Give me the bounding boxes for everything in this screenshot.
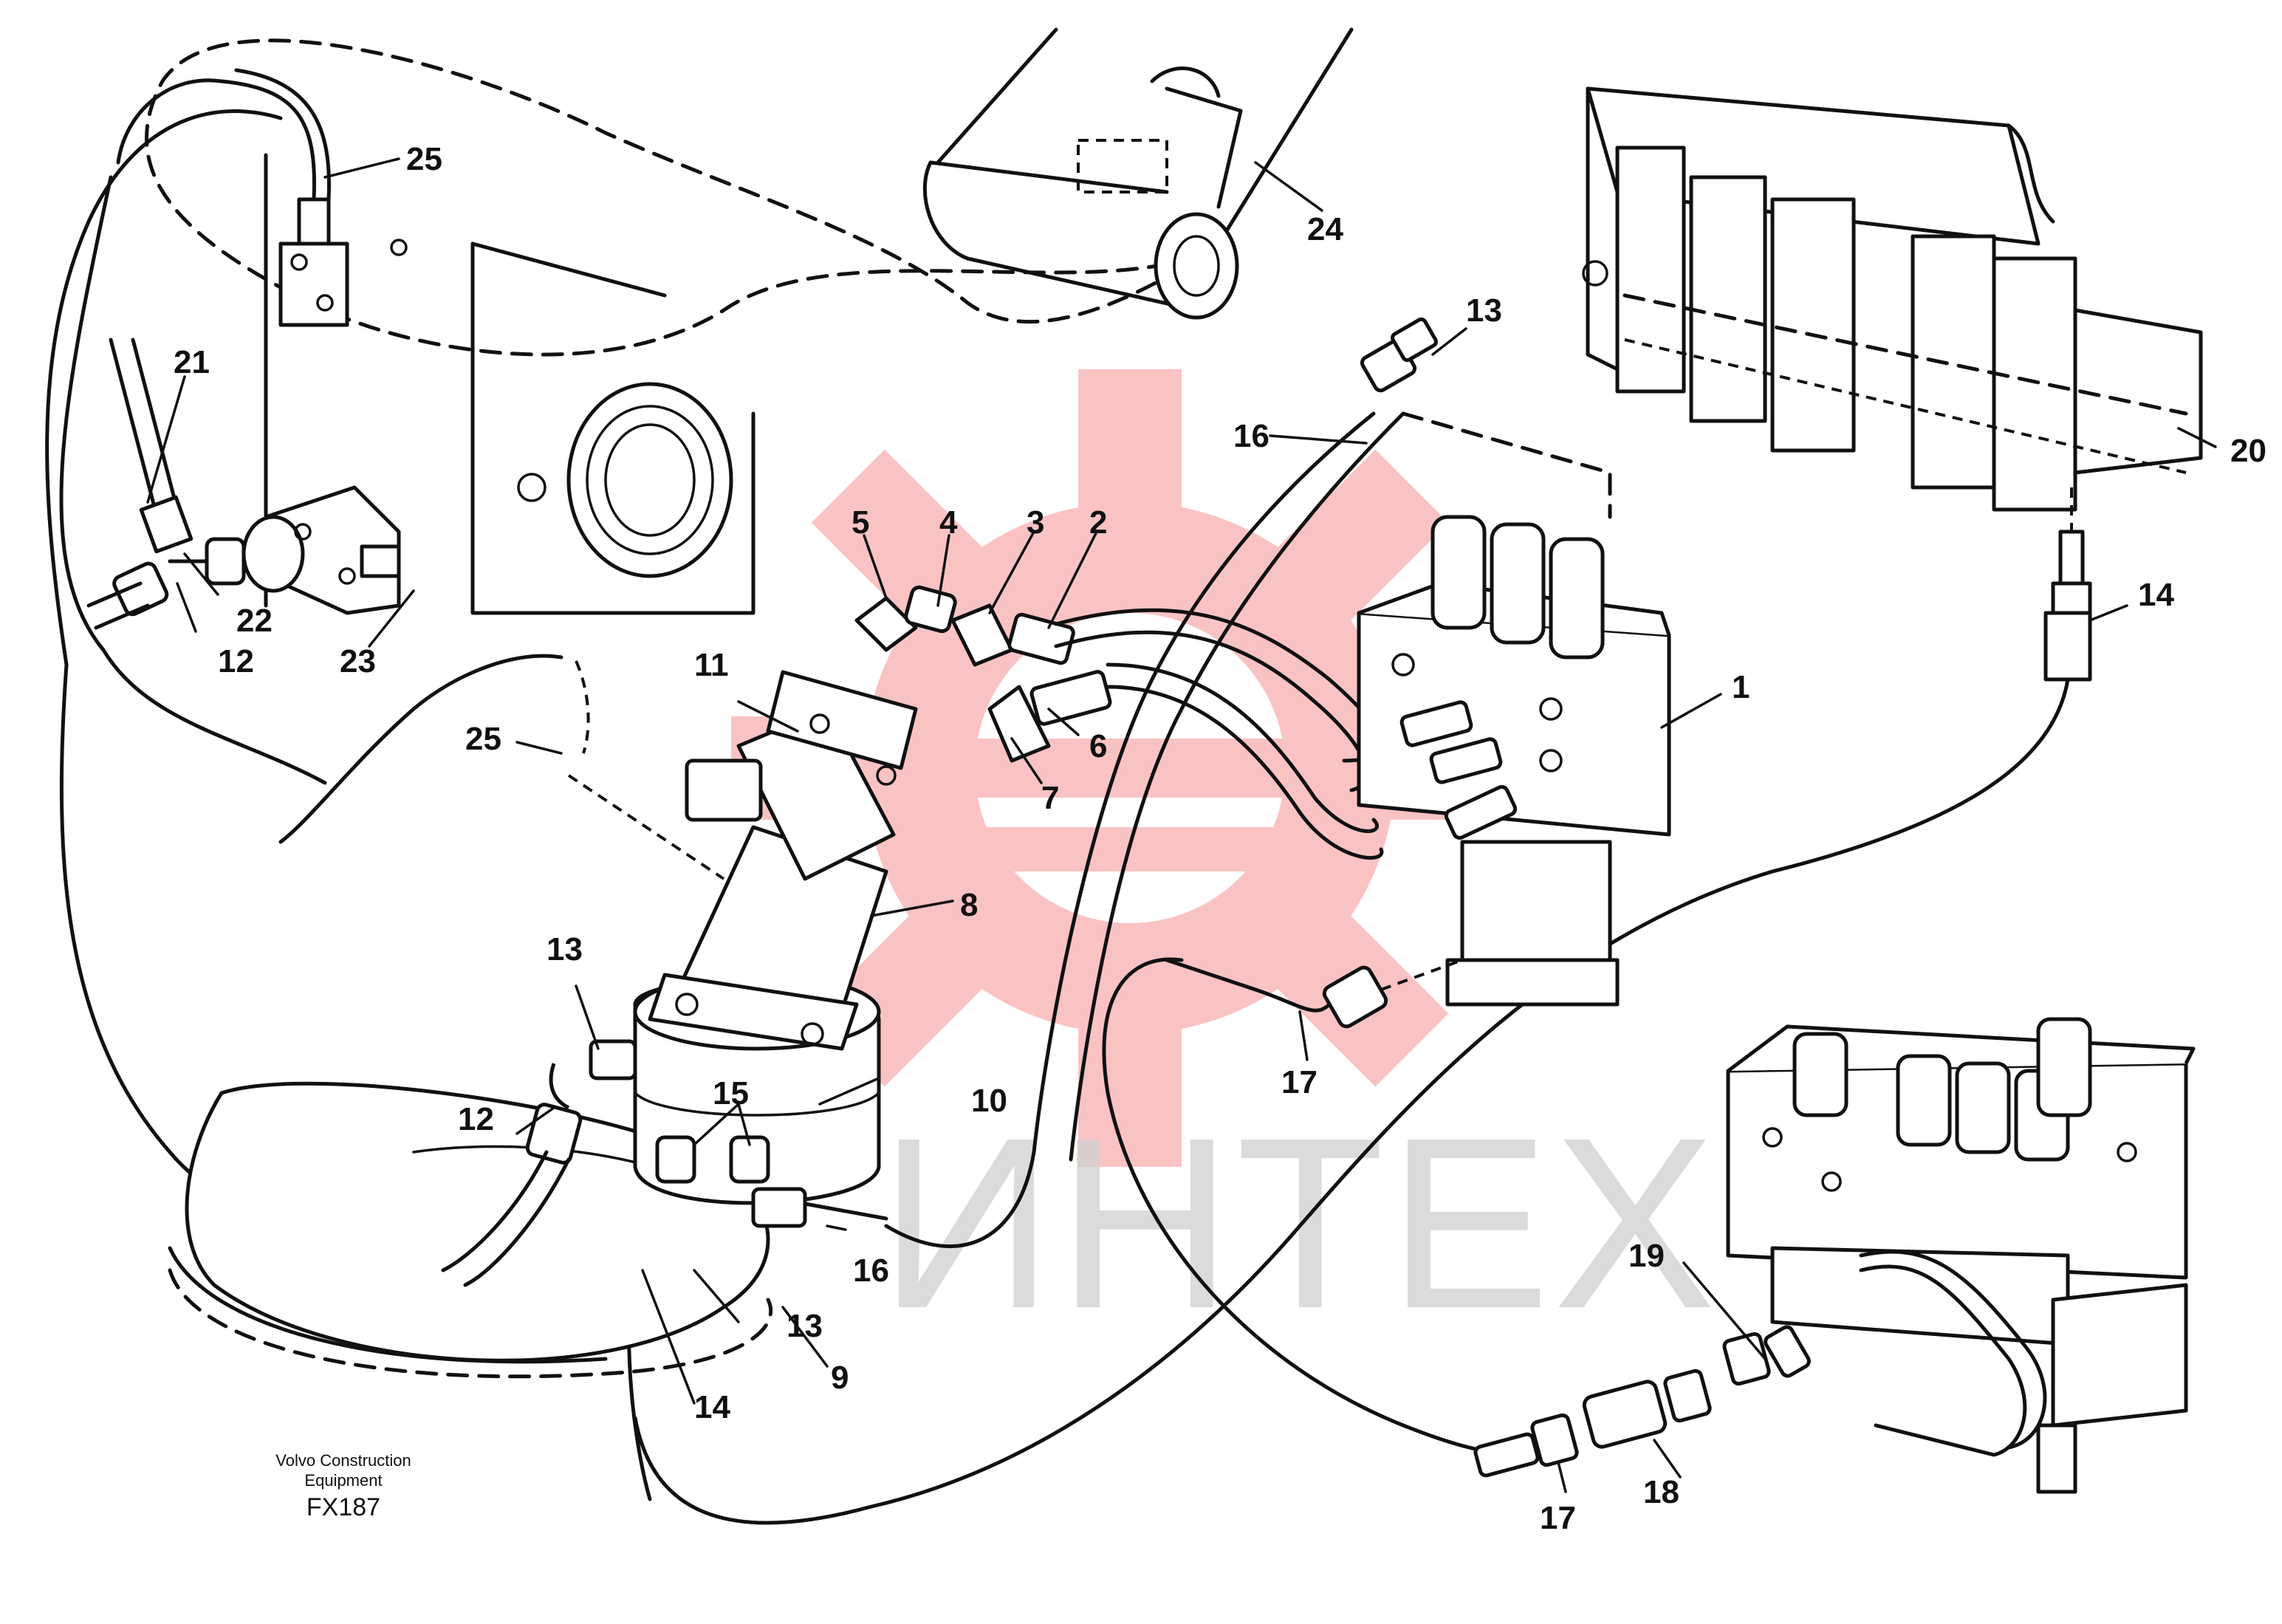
callout-16-bottom: 16 xyxy=(853,1253,889,1289)
callout-13-left: 13 xyxy=(546,931,583,967)
part-13-15-fittings-bottom xyxy=(441,1039,888,1287)
callout-12-lower: 12 xyxy=(458,1101,494,1137)
part-11-motor-head xyxy=(685,670,918,881)
callout-8: 8 xyxy=(960,887,978,923)
callout-14-bottom: 14 xyxy=(694,1389,730,1425)
callout-14-right: 14 xyxy=(2138,577,2174,613)
footer-code: FX187 xyxy=(306,1493,380,1521)
footer-line2: Equipment xyxy=(304,1471,382,1490)
callout-25-left: 25 xyxy=(465,721,501,757)
callout-5: 5 xyxy=(852,504,869,541)
part-13-fitting-top xyxy=(1360,317,1612,519)
part-17-hose-center xyxy=(1165,958,1463,1029)
leader-lines xyxy=(146,157,2217,1493)
part-20-control-valve-bank xyxy=(1582,86,2203,512)
parts-2-7-fittings xyxy=(854,585,1112,763)
callout-1: 1 xyxy=(1732,669,1750,705)
callout-13-top: 13 xyxy=(1466,292,1502,329)
callout-24: 24 xyxy=(1307,211,1343,247)
part-23-valve-block xyxy=(241,485,401,615)
footer-credit: Volvo Construction Equipment FX187 xyxy=(275,1451,411,1521)
callout-4: 4 xyxy=(939,504,958,541)
callout-17-bottom: 17 xyxy=(1540,1500,1576,1536)
part-14-fitting-right xyxy=(2043,487,2092,682)
callout-16-top: 16 xyxy=(1233,418,1270,454)
part-8-motor-elbow xyxy=(648,825,888,1051)
part-9-turntable-base xyxy=(185,1081,770,1363)
part-small-valve-block-top xyxy=(116,68,349,327)
callout-22: 22 xyxy=(236,603,273,639)
callout-2: 2 xyxy=(1089,504,1107,541)
part-17-18-quick-coupler xyxy=(1473,1325,1811,1478)
callout-25-top: 25 xyxy=(406,141,442,177)
callout-9: 9 xyxy=(831,1360,849,1396)
callout-3: 3 xyxy=(1027,504,1044,541)
callout-12-upper: 12 xyxy=(218,643,254,679)
callout-17-center: 17 xyxy=(1281,1064,1318,1100)
callout-6: 6 xyxy=(1089,728,1107,764)
routing-lines xyxy=(45,38,2070,1525)
callout-labels: 1 2 3 4 5 6 7 8 9 10 11 12 12 13 13 13 1… xyxy=(174,141,2266,1536)
callout-21: 21 xyxy=(174,344,210,380)
part-21-22-fittings xyxy=(86,338,246,630)
part-24-boom-arm xyxy=(922,27,1354,320)
watermark-text: ИНТЕХ xyxy=(879,1086,1719,1359)
footer-line1: Volvo Construction xyxy=(275,1451,411,1470)
part-1-valve-fittings xyxy=(1399,700,1518,840)
callout-19: 19 xyxy=(1628,1238,1665,1274)
callout-13-bottom: 13 xyxy=(787,1308,823,1344)
callout-11: 11 xyxy=(694,647,729,683)
part-19-main-valve-bank xyxy=(1726,1017,2196,1494)
callout-10: 10 xyxy=(971,1083,1007,1119)
callout-23: 23 xyxy=(340,643,376,679)
callout-18: 18 xyxy=(1643,1474,1679,1510)
callout-20: 20 xyxy=(2230,433,2266,469)
part-23-tank xyxy=(264,153,755,615)
callout-7: 7 xyxy=(1041,780,1059,816)
part-1-solenoid-valve xyxy=(1357,515,1671,1007)
callout-15: 15 xyxy=(713,1075,749,1111)
